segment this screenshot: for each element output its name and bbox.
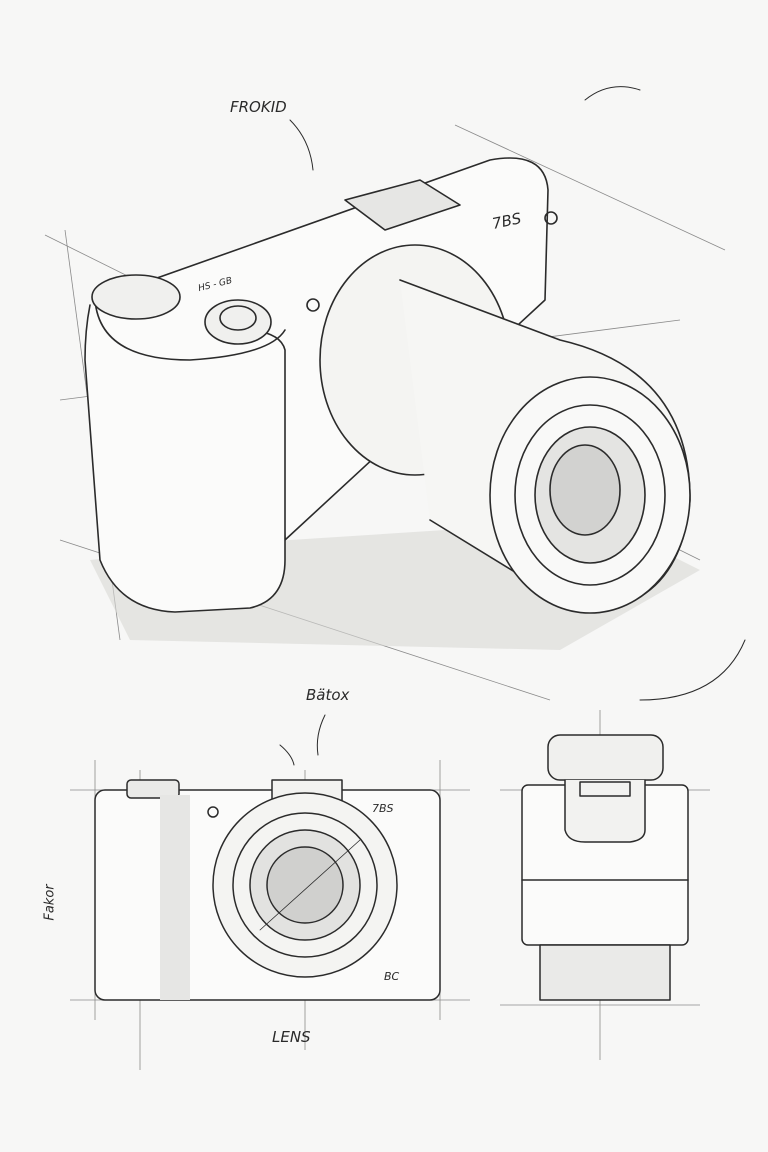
side-annotation: Fakor <box>42 884 58 921</box>
camera-side-view <box>521 734 689 1001</box>
annotation-arrows <box>279 86 746 766</box>
top-annotation: FROKID <box>230 98 287 116</box>
camera-front-view <box>94 779 441 1001</box>
front-marking-top: 7BS <box>372 802 394 815</box>
camera-perspective-view <box>84 157 691 614</box>
lens-annotation: LENS <box>272 1028 311 1046</box>
bottom-annotation: Bätox <box>306 686 350 704</box>
front-marking-bottom: BC <box>384 970 400 983</box>
